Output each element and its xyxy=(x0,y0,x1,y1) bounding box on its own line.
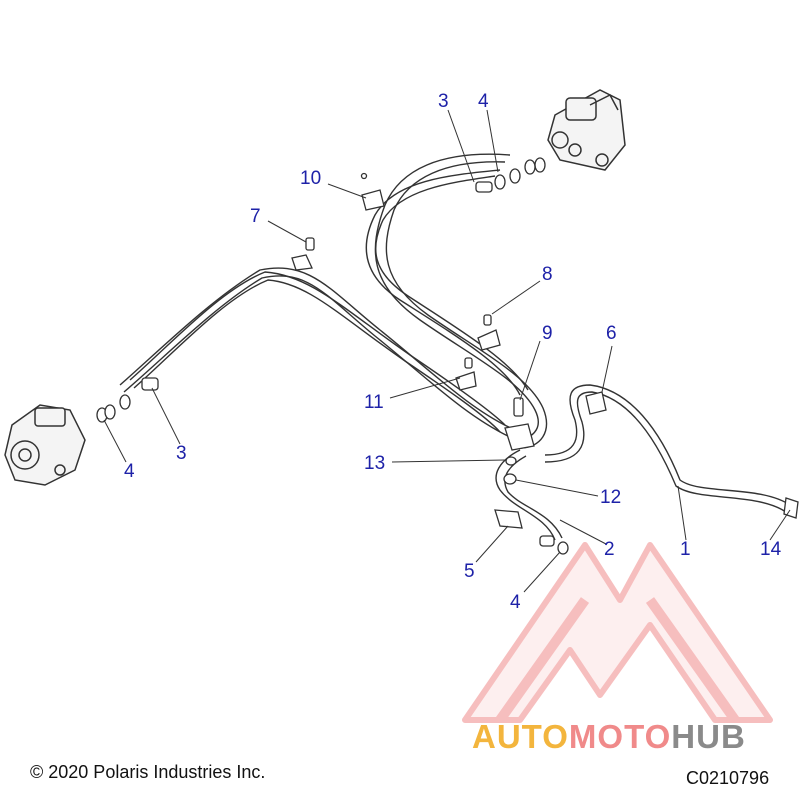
callout-4-top: 4 xyxy=(478,91,489,112)
callout-10: 10 xyxy=(300,168,322,189)
hardware-parts xyxy=(96,157,799,555)
callout-8: 8 xyxy=(542,264,553,285)
callout-11: 11 xyxy=(364,392,384,413)
callout-4-bottom: 4 xyxy=(510,592,521,613)
watermark-logo-icon xyxy=(462,542,773,723)
watermark-part-auto: AUTO xyxy=(472,718,569,755)
callout-13: 13 xyxy=(364,453,386,474)
watermark-brand: AUTOMOTOHUB xyxy=(472,718,746,756)
callout-6: 6 xyxy=(606,323,617,344)
leader-lines xyxy=(103,109,791,593)
callout-3-left: 3 xyxy=(176,443,187,464)
watermark-part-hub: HUB xyxy=(671,718,746,755)
brake-lines xyxy=(119,153,791,541)
callout-14: 14 xyxy=(760,539,782,560)
callout-12: 12 xyxy=(600,487,622,508)
callout-4-left: 4 xyxy=(124,461,135,482)
watermark-part-moto: MOTO xyxy=(568,718,672,755)
left-caliper-icon xyxy=(4,404,86,486)
callout-9: 9 xyxy=(542,323,553,344)
callout-1: 1 xyxy=(680,539,691,560)
callout-2: 2 xyxy=(604,539,615,560)
diagram-code: C0210796 xyxy=(686,768,770,788)
right-caliper-icon xyxy=(547,89,626,171)
callout-7: 7 xyxy=(250,206,261,227)
callout-3-top: 3 xyxy=(438,91,449,112)
callout-5: 5 xyxy=(464,561,475,582)
copyright-text: © 2020 Polaris Industries Inc. xyxy=(30,762,266,782)
